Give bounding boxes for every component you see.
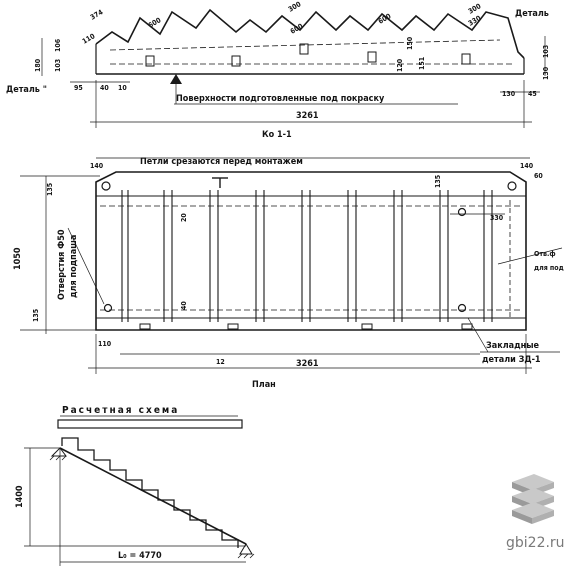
- dim-3261-plan: 3261: [296, 359, 319, 369]
- dim-110: 110: [81, 32, 97, 46]
- embedded-plate: [139, 323, 151, 330]
- scheme-steps: [61, 437, 239, 548]
- dim-40: 40: [100, 84, 109, 92]
- dim-103: 103: [54, 59, 62, 72]
- embedded-note-2: детали ЗД-1: [482, 355, 541, 365]
- lifting-loop: [507, 181, 517, 191]
- dim-95: 95: [74, 84, 83, 92]
- beam-line: [59, 447, 247, 545]
- lifting-loop: [101, 181, 111, 191]
- stacked-slabs-logo-icon: [512, 474, 554, 524]
- calc-scheme: Расчетная схема 1400 L₀ = 4770: [15, 405, 255, 566]
- detail-left-label: Деталь ": [6, 85, 47, 95]
- dim-40: 40: [180, 301, 188, 310]
- dim-1400: 1400: [15, 485, 25, 508]
- rto-note-2: для под: [534, 264, 564, 272]
- dim-110-plan: 110: [98, 340, 112, 348]
- plan-step-lines: [121, 190, 511, 322]
- embedded-plate: [367, 51, 377, 63]
- dim-120: 120: [396, 58, 404, 72]
- dim-150: 150: [406, 36, 414, 50]
- landing-slab: [57, 419, 243, 429]
- dim-1050: 1050: [13, 247, 23, 270]
- dim-140: 140: [90, 162, 104, 170]
- stair-profile-top: [95, 8, 525, 59]
- dim-3261-section: 3261: [296, 111, 319, 121]
- dim-130-right: 130: [542, 66, 550, 80]
- dim-60: 60: [534, 172, 543, 180]
- plan-title: План: [252, 380, 276, 390]
- holes-note-1: Отверстия Ф50: [57, 229, 67, 300]
- section-view: Деталь " Деталь Поверхности подготовленн…: [6, 0, 550, 140]
- dim-330-plan: 330: [490, 214, 504, 222]
- embedded-plate: [231, 55, 241, 67]
- support-hatch: [243, 553, 249, 559]
- hole-circle: [103, 303, 113, 313]
- embedded-plate: [461, 323, 473, 330]
- embedded-plate: [227, 323, 239, 330]
- rto-leader: [497, 247, 563, 265]
- dim-10: 10: [118, 84, 127, 92]
- plan-view: Петли срезаются перед монтажем 140 135 1…: [13, 157, 564, 390]
- support-hatch: [55, 455, 61, 461]
- dim-135c: 135: [32, 309, 40, 322]
- surface-note: Поверхности подготовленные под покраску: [176, 94, 385, 104]
- dim-45: 45: [528, 90, 537, 98]
- scheme-title: Расчетная схема: [62, 405, 179, 416]
- dim-12: 12: [216, 358, 225, 366]
- support-top: [50, 447, 67, 457]
- support-hatch: [61, 455, 67, 461]
- watermark-text: gbi22.ru: [506, 535, 565, 551]
- support-hatch: [237, 553, 243, 559]
- cut-note: Петли срезаются перед монтажем: [140, 157, 303, 167]
- rebar-line-2: [109, 39, 501, 51]
- dim-135: 135: [46, 183, 54, 196]
- support-hatch: [49, 455, 55, 461]
- dim-180: 180: [34, 58, 42, 72]
- dim-106: 106: [54, 38, 62, 52]
- dim-103-right: 103: [542, 45, 550, 58]
- support-bottom: [239, 543, 253, 555]
- dim-130: 130: [502, 90, 516, 98]
- embedded-plate: [145, 55, 155, 67]
- support-triangle: [170, 74, 182, 84]
- section-title: Ко 1-1: [262, 130, 292, 140]
- dim-140-right: 140: [520, 162, 534, 170]
- rto-note-1: Отв.ф: [534, 250, 556, 258]
- holes-note-2: для подпаша: [69, 235, 79, 298]
- support-hatch: [249, 553, 255, 559]
- hole-circle: [457, 207, 467, 217]
- embedded-plate: [461, 53, 471, 65]
- detail-right-label: Деталь: [515, 9, 549, 19]
- dim-151: 151: [418, 57, 426, 70]
- embedded-plate: [361, 323, 373, 330]
- dim-20: 20: [180, 213, 188, 222]
- dim-600c: 600: [377, 12, 393, 26]
- dim-600a: 600: [147, 16, 163, 30]
- dim-135b: 135: [434, 175, 442, 188]
- embedded-leader: [467, 317, 489, 353]
- hole-circle: [457, 303, 467, 313]
- dim-300: 300: [287, 0, 303, 14]
- dim-300b: 300: [467, 2, 483, 16]
- span-label: L₀ = 4770: [118, 551, 162, 561]
- embedded-note-1: Закладные: [486, 341, 540, 351]
- dim-374: 374: [89, 8, 105, 22]
- holes-leader: [67, 227, 105, 305]
- embedded-plate: [299, 43, 309, 55]
